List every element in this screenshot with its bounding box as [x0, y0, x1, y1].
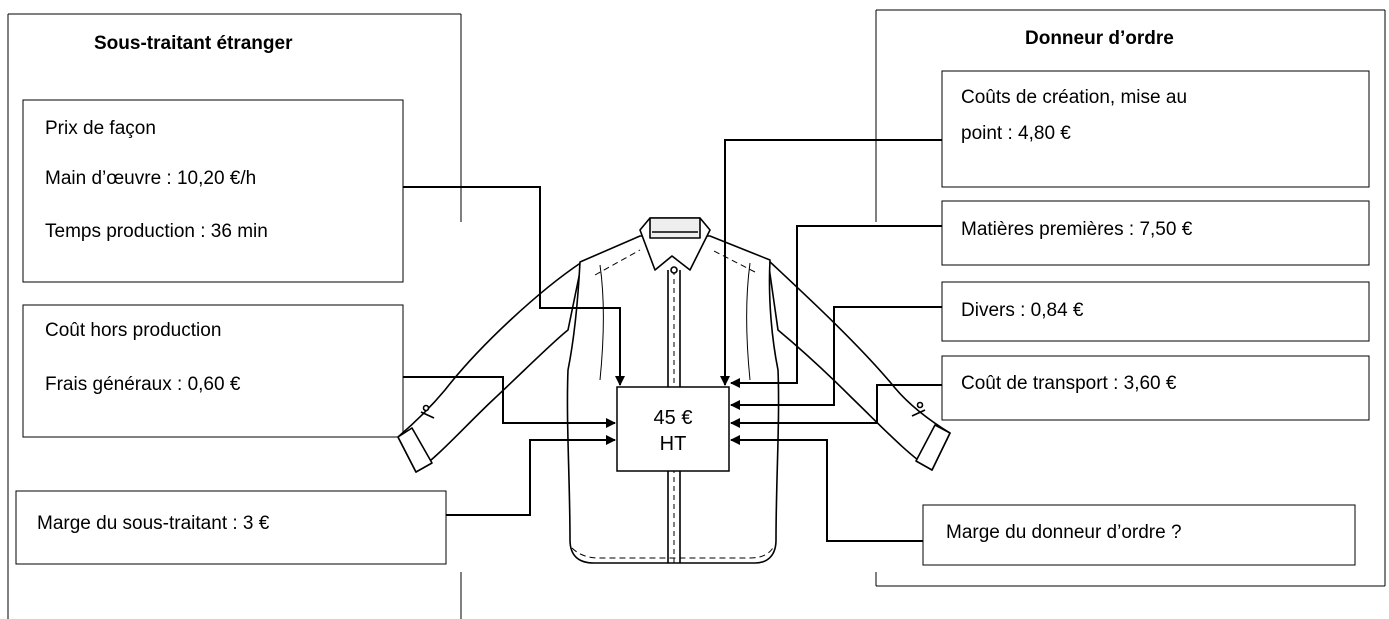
arrow-divers	[730, 306, 942, 410]
prix-facon-box	[22, 99, 404, 283]
matieres-box	[941, 200, 1370, 266]
cout-hors-production-box	[22, 304, 404, 438]
prix-facon-heading: Prix de façon	[45, 118, 156, 139]
marge-sous-traitant-label: Marge du sous-traitant : 3 €	[37, 513, 270, 534]
creation-box	[941, 70, 1370, 188]
matieres-label: Matières premières : 7,50 €	[961, 219, 1193, 240]
cout-hors-production-heading: Coût hors production	[45, 320, 222, 341]
arrow-cout-hors-production	[403, 376, 616, 428]
temps-production-label: Temps production : 36 min	[45, 221, 268, 242]
arrow-prix-facon	[403, 186, 625, 386]
arrow-transport	[730, 384, 942, 428]
main-oeuvre-label: Main d’œuvre : 10,20 €/h	[45, 168, 257, 189]
arrow-marge-sous-traitant	[446, 435, 616, 516]
price-label: 45 € HT	[617, 387, 729, 471]
divers-label: Divers : 0,84 €	[961, 300, 1084, 321]
marge-donneur-label: Marge du donneur d’ordre ?	[946, 522, 1182, 543]
price-amount: 45 €	[653, 407, 693, 429]
right-panel-frame	[875, 9, 1386, 587]
marge-donneur-box	[922, 504, 1356, 566]
marge-sous-traitant-box	[15, 490, 447, 565]
arrow-matieres	[730, 225, 942, 388]
right-panel-title: Donneur d’ordre	[1025, 28, 1174, 49]
transport-box	[941, 355, 1370, 421]
creation-label-line1: Coûts de création, mise au	[961, 87, 1188, 108]
arrow-marge-donneur	[730, 435, 923, 542]
left-panel-frame	[7, 13, 462, 619]
frais-generaux-label: Frais généraux : 0,60 €	[45, 374, 241, 395]
price-box	[616, 386, 730, 472]
creation-label-line2: point : 4,80 €	[961, 123, 1071, 144]
arrow-creation	[720, 139, 942, 386]
transport-label: Coût de transport : 3,60 €	[961, 373, 1177, 394]
divers-box	[941, 281, 1370, 342]
price-tax-label: HT	[659, 433, 687, 455]
left-panel-title: Sous-traitant étranger	[94, 33, 293, 54]
